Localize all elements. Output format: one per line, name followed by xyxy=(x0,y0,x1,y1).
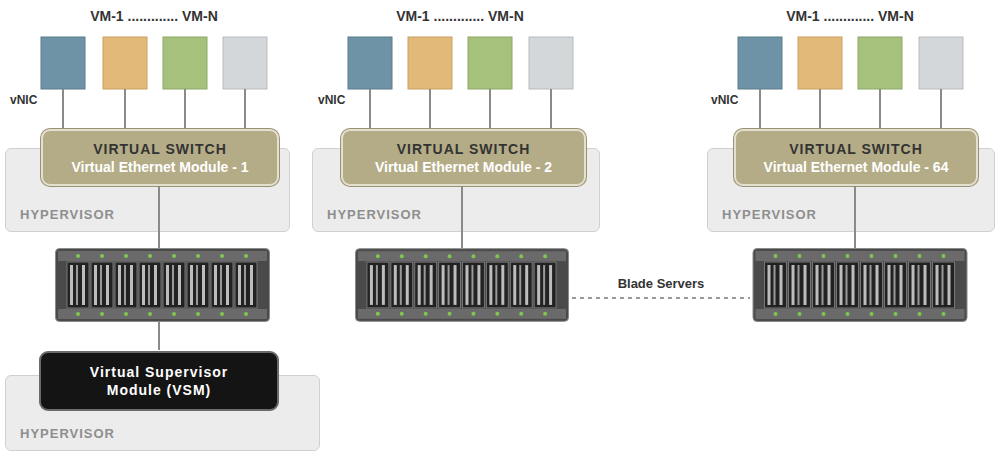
box-subtitle: Virtual Ethernet Module - 64 xyxy=(764,158,949,176)
vm-range-label: VM-1 ............. VM-N xyxy=(736,8,964,24)
box-title: VIRTUAL SWITCH xyxy=(789,140,923,158)
hypervisor-box: HYPERVISORVIRTUAL SWITCHVirtual Ethernet… xyxy=(312,148,600,232)
dashed-link xyxy=(572,297,750,299)
blade-servers xyxy=(56,249,968,322)
hypervisor-label: HYPERVISOR xyxy=(722,207,817,222)
hypervisor-box: HYPERVISORVIRTUAL SWITCHVirtual Ethernet… xyxy=(707,148,995,232)
hypervisor-box: HYPERVISORVirtual Supervisor Module (VSM… xyxy=(5,375,320,451)
supervisor-module-box: Virtual Supervisor Module (VSM) xyxy=(39,351,279,411)
virtual-switch-box: VIRTUAL SWITCHVirtual Ethernet Module - … xyxy=(341,129,586,186)
box-title: VIRTUAL SWITCH xyxy=(93,140,227,158)
vm-range-label: VM-1 ............. VM-N xyxy=(40,8,268,24)
box-subtitle: Virtual Ethernet Module - 1 xyxy=(71,158,248,176)
vm-icons xyxy=(41,37,963,89)
hypervisor-label: HYPERVISOR xyxy=(20,207,115,222)
hypervisor-label: HYPERVISOR xyxy=(20,426,115,441)
vm-range-label: VM-1 ............. VM-N xyxy=(346,8,574,24)
virtual-switch-box: VIRTUAL SWITCHVirtual Ethernet Module - … xyxy=(734,129,978,186)
virtual-switch-box: VIRTUAL SWITCHVirtual Ethernet Module - … xyxy=(41,129,279,186)
box-title: VIRTUAL SWITCH xyxy=(397,140,531,158)
vnic-label: vNIC xyxy=(711,93,759,107)
blade-servers-label: Blade Servers xyxy=(596,276,726,291)
box-title: Virtual Supervisor Module (VSM) xyxy=(72,363,247,399)
vnic-label: vNIC xyxy=(10,93,58,107)
hypervisor-box: HYPERVISORVIRTUAL SWITCHVirtual Ethernet… xyxy=(5,148,290,232)
vnic-label: vNIC xyxy=(318,93,366,107)
hypervisor-label: HYPERVISOR xyxy=(327,207,422,222)
box-subtitle: Virtual Ethernet Module - 2 xyxy=(375,158,552,176)
